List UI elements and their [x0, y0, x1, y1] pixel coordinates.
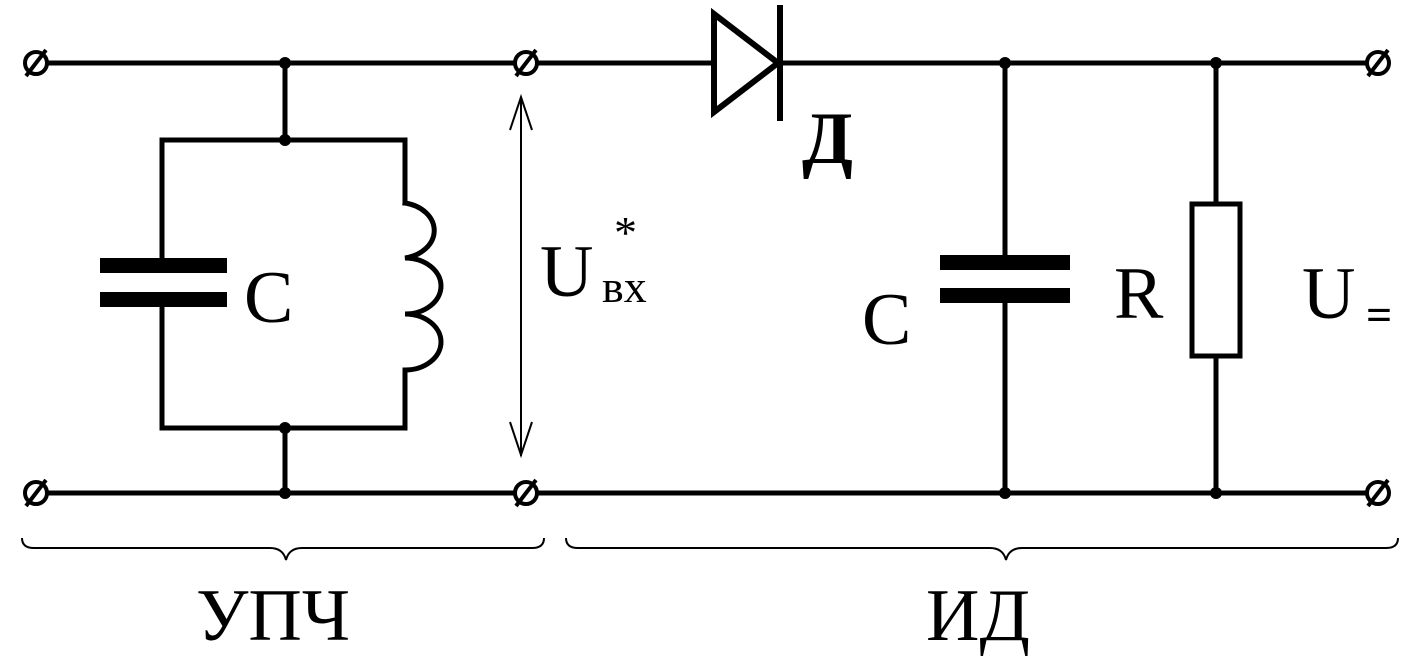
terminal	[1365, 478, 1391, 508]
junction-dot	[279, 134, 291, 146]
output-voltage-label: U	[1302, 253, 1355, 335]
junction-dot	[1210, 57, 1222, 69]
filter-capacitor-plate-top	[940, 255, 1070, 270]
input-voltage-subscript: вх	[602, 261, 647, 312]
filter-capacitor	[940, 60, 1070, 496]
output-voltage-subscript: =	[1366, 289, 1392, 340]
terminal	[1365, 48, 1391, 78]
tank-capacitor-plate-bottom	[100, 292, 227, 307]
junction-dot	[279, 487, 291, 499]
brace-right	[565, 537, 1399, 561]
junction-dot	[999, 57, 1011, 69]
inductor-coil	[402, 200, 444, 373]
input-voltage-arrow	[509, 93, 533, 459]
filter-capacitor-plate-bottom	[940, 288, 1070, 303]
junction-dot	[1210, 487, 1222, 499]
input-voltage-label: U	[540, 231, 593, 313]
terminal	[23, 48, 49, 78]
junction-dot	[279, 422, 291, 434]
terminal	[513, 48, 539, 78]
tank-capacitor-label: C	[244, 257, 293, 339]
brace-left	[21, 537, 545, 561]
input-voltage-asterisk: *	[614, 207, 637, 258]
terminal	[23, 478, 49, 508]
junction-dot	[999, 487, 1011, 499]
diode-symbol	[711, 5, 783, 121]
diode-label: Д	[802, 98, 853, 180]
tank-capacitor-plate-top	[100, 258, 227, 273]
terminal	[513, 478, 539, 508]
resistor-label: R	[1114, 253, 1164, 335]
junction-dot	[279, 57, 291, 69]
section-label-upch: УПЧ	[196, 575, 350, 657]
load-resistor	[1189, 60, 1243, 496]
filter-capacitor-label: C	[862, 279, 911, 361]
section-label-id: ИД	[926, 575, 1030, 657]
